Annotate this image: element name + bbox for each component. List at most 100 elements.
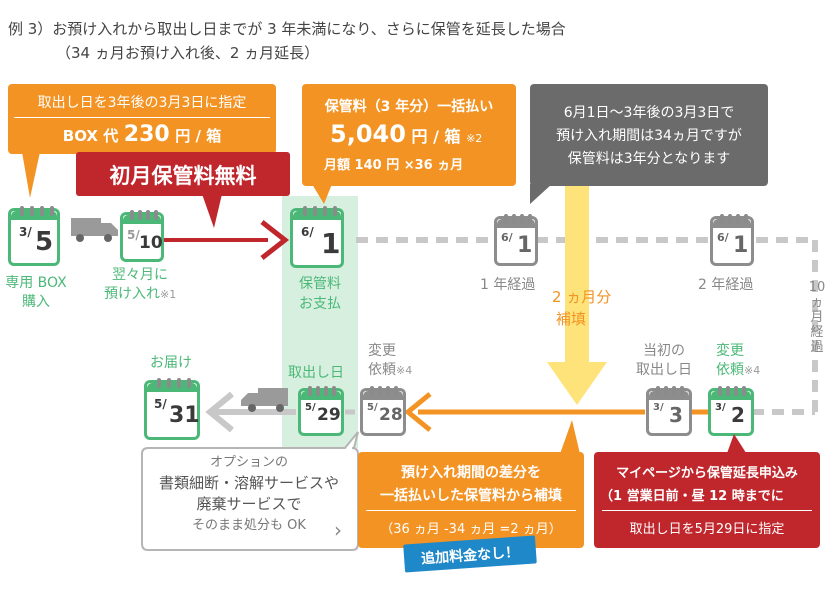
cal-month: 3/: [653, 402, 664, 413]
label-line: 依頼: [368, 362, 396, 378]
supplement-line2: 補填: [556, 310, 587, 328]
cal-day: 29: [317, 405, 341, 425]
fee-note: ※2: [466, 132, 483, 145]
fee-line1: 保管料（3 年分）一括払い: [324, 99, 494, 115]
label-change-request-1: 変更 依頼※4: [368, 342, 412, 380]
cal-month: 3/: [715, 402, 726, 413]
free-banner-text: 初月保管料無料: [109, 164, 257, 188]
chevron-right-icon[interactable]: ›: [334, 518, 342, 542]
note-mark: ※1: [160, 288, 177, 301]
box-label: BOX 代: [62, 127, 119, 145]
cal-day: 10: [139, 233, 163, 253]
cal-day: 1: [321, 227, 341, 260]
calendar-icon: 3/ 5: [8, 206, 60, 266]
box-price: 230: [123, 122, 170, 147]
banner-pointer: [202, 194, 222, 228]
callout-divider: [14, 117, 270, 118]
cal-month: 5/: [127, 228, 140, 242]
option-line3: 廃棄サービスで: [196, 495, 302, 513]
page-subtitle: （34 ヵ月お預け入れ後、2 ヵ月延長）: [56, 44, 320, 62]
option-line1: オプションの: [209, 455, 288, 470]
label-line: 当初の: [643, 343, 685, 359]
supplement-label: 2 ヵ月分 補填: [552, 286, 611, 330]
label-line: 依頼: [716, 362, 744, 378]
cal-day: 28: [379, 405, 403, 425]
calendar-icon: 6/ 1: [494, 214, 538, 266]
cal-month: 5/: [305, 402, 316, 413]
calendar-icon: 5/ 10: [120, 210, 164, 262]
calendar-icon: 5/ 28: [360, 386, 406, 436]
calendar-icon: 6/ 1: [710, 214, 754, 266]
ext-divider: [602, 510, 812, 511]
cal-month: 6/: [717, 231, 729, 244]
label-line: 翌々月に: [112, 267, 168, 283]
fee-pointer: [312, 184, 332, 204]
cal-month: 6/: [501, 231, 513, 244]
cal-day: 5: [35, 227, 54, 257]
calendar-icon: 5/ 29: [298, 386, 344, 436]
label-change-request-2: 変更 依頼※4: [716, 342, 760, 380]
cal-day: 2: [731, 403, 745, 427]
cal-month: 5/: [367, 402, 378, 413]
box-price-callout: 取出し日を3年後の3月3日に指定 BOX 代 230 円 / 箱: [8, 84, 276, 154]
cal-month: 3/: [19, 225, 32, 239]
label-line: 預け入れ: [104, 286, 160, 302]
label-line: 取出し日: [636, 362, 692, 378]
ext-line1: マイページから保管延長申込み: [616, 466, 798, 481]
truck-icon: [71, 218, 118, 242]
callout-pointer: [22, 152, 40, 198]
period-line2: 預け入れ期間は34ヵ月ですが: [556, 128, 742, 144]
fee-price: 5,040: [330, 120, 406, 148]
label-retrieval-day: 取出し日: [288, 365, 344, 381]
cal-day: 1: [517, 233, 533, 258]
ext-line3: 取出し日を5月29日に指定: [629, 522, 785, 537]
calendar-icon: 3/ 3: [646, 386, 692, 436]
side-label-10-months: 10ヵ月経過: [808, 280, 826, 355]
truck-icon: [241, 388, 288, 412]
option-line2: 書類細断・溶解サービスや: [158, 474, 339, 492]
label-delivery: お届け: [150, 355, 192, 371]
note-mark: ※4: [744, 364, 761, 377]
label-line: 保管料: [299, 276, 341, 292]
option-line4: そのまま処分も OK: [192, 518, 306, 533]
fee-unit: 円 / 箱: [411, 127, 461, 146]
option-box-frame: [141, 431, 359, 551]
cal-day: 1: [733, 233, 749, 258]
calendar-icon: 6/ 1: [290, 206, 344, 268]
callout-line1: 取出し日を3年後の3月3日に指定: [37, 95, 247, 111]
red-box-pointer: [726, 434, 748, 456]
label-line: 変更: [716, 343, 744, 359]
cal-day: 31: [169, 403, 200, 428]
fee-price-line: 5,040 円 / 箱 ※2: [330, 120, 482, 148]
label-fee-payment: 保管料 お支払: [282, 274, 358, 314]
callout-line2: BOX 代 230 円 / 箱: [8, 122, 276, 147]
comp-divider: [366, 510, 576, 511]
ext-line2: （1 営業日前・昼 12 時までに: [600, 489, 784, 504]
label-line: 専用 BOX: [5, 275, 67, 291]
calendar-icon: 3/ 2: [708, 386, 754, 436]
comp-line1: 預け入れ期間の差分を: [401, 465, 541, 481]
label-1-year: 1 年経過: [480, 277, 536, 293]
label-deposit: 翌々月に 預け入れ※1: [104, 266, 176, 304]
free-first-month-banner: 初月保管料無料: [76, 152, 290, 196]
cal-month: 5/: [154, 397, 167, 411]
compensation-box: 預け入れ期間の差分を 一括払いした保管料から補填 （36 ヵ月 -34 ヵ月 =…: [358, 452, 584, 548]
note-mark: ※4: [396, 364, 413, 377]
label-line: 購入: [22, 294, 50, 310]
option-box[interactable]: オプションの 書類細断・溶解サービスや 廃棄サービスで そのまま処分も OK: [142, 452, 356, 536]
cal-month: 6/: [301, 225, 314, 239]
label-line: お支払: [299, 296, 341, 312]
fee-monthly: 月額 140 円 ×36 ヵ月: [324, 158, 464, 173]
comp-line3: （36 ヵ月 -34 ヵ月 =2 ヵ月）: [380, 522, 562, 537]
label-original-retrieval: 当初の 取出し日: [636, 342, 692, 380]
label-line: 変更: [368, 343, 396, 359]
period-callout: 6月1日～3年後の3月3日で 預け入れ期間は34ヵ月ですが 保管料は3年分となり…: [530, 84, 768, 186]
box-unit: 円 / 箱: [175, 127, 222, 145]
comp-line2: 一括払いした保管料から補填: [380, 488, 562, 504]
fee-callout: 保管料（3 年分）一括払い 5,040 円 / 箱 ※2 月額 140 円 ×3…: [302, 84, 516, 186]
orange-box-pointer: [560, 420, 580, 454]
period-line3: 保管料は3年分となります: [567, 151, 731, 167]
cal-day: 3: [669, 403, 683, 427]
label-2-year: 2 年経過: [698, 277, 754, 293]
calendar-icon: 5/ 31: [144, 378, 200, 440]
